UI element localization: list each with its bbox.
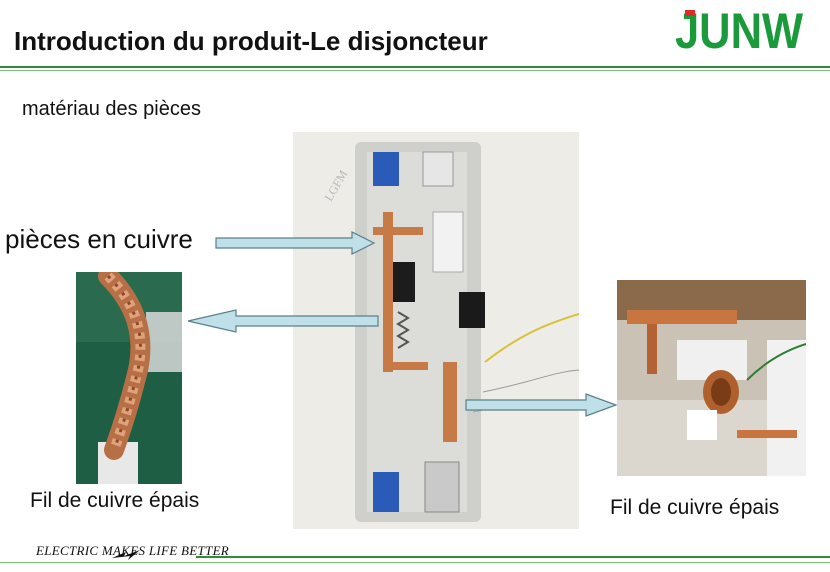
footer-rule-thin — [0, 562, 830, 563]
lightning-bolt-icon — [112, 550, 140, 560]
slide-title: Introduction du produit-Le disjoncteur — [14, 26, 488, 56]
brand-logo: JUNW — [675, 4, 804, 54]
caption-left: Fil de cuivre épais — [30, 489, 200, 512]
header-rule — [0, 66, 830, 68]
callout-copper-parts: pièces en cuivre — [5, 224, 193, 254]
logo-text: JUNW — [675, 4, 804, 54]
footer-slogan: ELECTRIC MAKES LIFE BETTER — [36, 543, 230, 558]
arrow-to-coil-photo — [465, 393, 618, 417]
section-subtitle: matériau des pièces — [22, 98, 201, 120]
arrow-to-braid-photo — [187, 309, 379, 333]
logo-accent-mark — [685, 10, 695, 16]
footer-rule — [196, 556, 830, 558]
photo-copper-braid — [76, 272, 182, 484]
caption-right: Fil de cuivre épais — [610, 496, 780, 519]
header-rule-thin — [0, 70, 830, 71]
photo-copper-coil — [617, 280, 806, 476]
photo-breaker-internals: LGFM — [293, 132, 579, 529]
arrow-to-copper-parts — [215, 231, 376, 255]
